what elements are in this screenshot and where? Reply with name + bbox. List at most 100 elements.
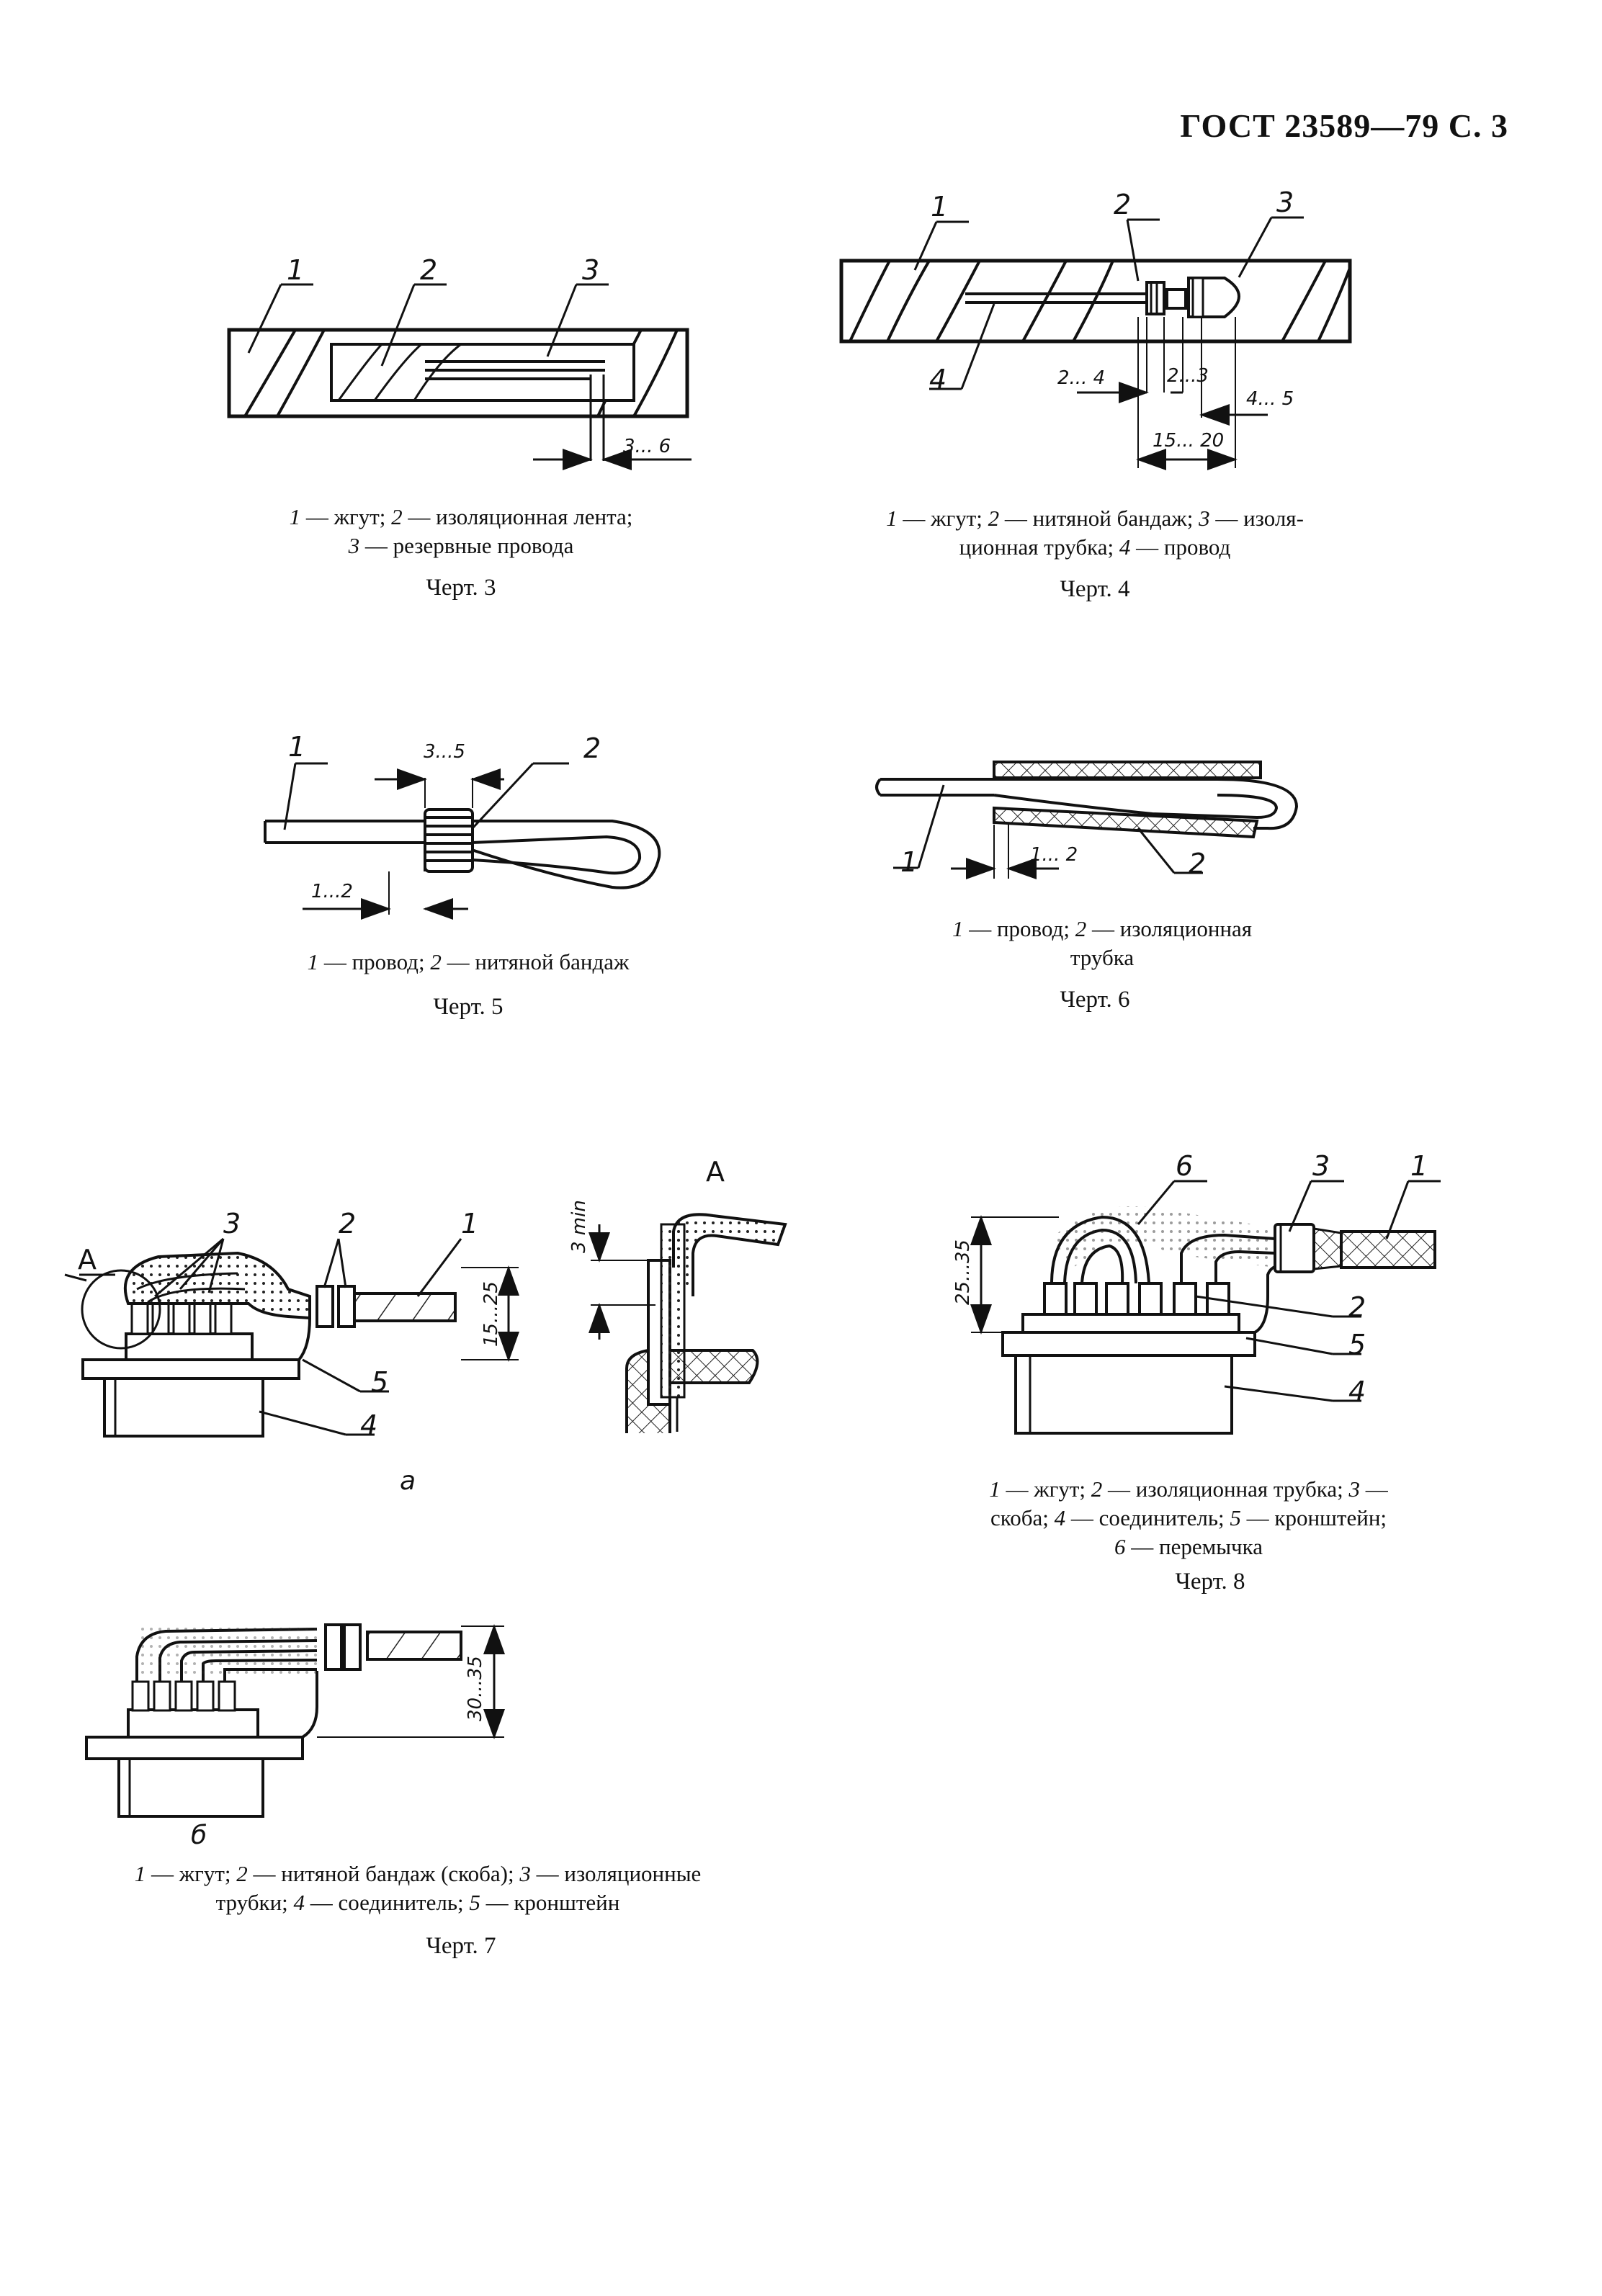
- fig8-label-2: 2: [1348, 1291, 1366, 1323]
- legend-number: 1: [134, 1861, 146, 1886]
- caption-line: 3 — резервные провода: [173, 532, 749, 560]
- legend-text: — соединитель;: [305, 1890, 470, 1915]
- legend-number: 5: [1230, 1505, 1241, 1530]
- fig6-label-2: 2: [1189, 848, 1206, 879]
- fig5-label-1: 1: [288, 731, 305, 763]
- legend-text: — кронштейн;: [1240, 1505, 1387, 1530]
- caption-line: 6 — перемычка: [908, 1533, 1469, 1561]
- fig7a-label-A: A: [78, 1244, 97, 1275]
- legend-text: трубка: [1070, 945, 1135, 970]
- fig7-title: Черт. 7: [426, 1933, 496, 1959]
- legend-text: — жгут;: [1000, 1476, 1091, 1502]
- legend-number: 5: [469, 1890, 480, 1915]
- fig8-label-6: 6: [1176, 1150, 1193, 1182]
- fig4-label-4: 4: [929, 364, 947, 395]
- caption-line: 1 — провод; 2 — изоляционная: [850, 915, 1354, 943]
- legend-number: 3: [1199, 506, 1210, 531]
- fig4-caption: 1 — жгут; 2 — нитяной бандаж; 3 — изоля-…: [800, 504, 1390, 562]
- fig7a-label-2: 2: [339, 1208, 356, 1239]
- legend-text: — жгут;: [300, 504, 392, 529]
- legend-text: — нитяной бандаж: [441, 949, 630, 974]
- fig8-title: Черт. 8: [1175, 1569, 1245, 1595]
- caption-line: 1 — жгут; 2 — нитяной бандаж (скоба); 3 …: [50, 1860, 785, 1888]
- fig7a-subcaption: а: [400, 1466, 416, 1496]
- fig8-dim: 25...35: [952, 1239, 974, 1305]
- legend-number: 2: [430, 949, 442, 974]
- legend-text: ционная трубка;: [959, 534, 1119, 560]
- legend-number: 1: [886, 506, 898, 531]
- fig4-dim-4-5: 4... 5: [1246, 388, 1294, 410]
- fig7a-label-4: 4: [360, 1409, 377, 1441]
- fig8-caption: 1 — жгут; 2 — изоляционная трубка; 3 —ск…: [908, 1475, 1469, 1561]
- legend-number: 4: [1054, 1505, 1066, 1530]
- caption-line: 1 — провод; 2 — нитяной бандаж: [216, 948, 720, 977]
- caption-line: 1 — жгут; 2 — изоляционная лента;: [173, 503, 749, 532]
- fig5-drawing: [264, 762, 661, 920]
- legend-text: — соединитель;: [1065, 1505, 1230, 1530]
- legend-number: 3: [348, 533, 360, 558]
- legend-number: 1: [289, 504, 301, 529]
- fig3-label-1: 1: [287, 254, 304, 286]
- legend-text: трубки;: [215, 1890, 294, 1915]
- legend-number: 3: [1348, 1476, 1361, 1502]
- legend-text: — нитяной бандаж (скоба);: [247, 1861, 520, 1886]
- fig4-drawing: [839, 216, 1352, 470]
- fig3-label-3: 3: [582, 254, 599, 286]
- legend-text: — жгут;: [897, 506, 988, 531]
- legend-number: 1: [952, 916, 964, 941]
- fig7a-dim: 15...25: [480, 1281, 502, 1347]
- fig4-label-1: 1: [931, 191, 948, 223]
- legend-text: — изоля-: [1209, 506, 1304, 531]
- fig8-label-4: 4: [1348, 1376, 1366, 1407]
- legend-number: 2: [236, 1861, 248, 1886]
- fig5-dim-1-2: 1...2: [311, 881, 353, 902]
- fig4-dim-2-4: 2... 4: [1057, 367, 1105, 389]
- caption-line: скоба; 4 — соединитель; 5 — кронштейн;: [908, 1504, 1469, 1533]
- fig7-caption: 1 — жгут; 2 — нитяной бандаж (скоба); 3 …: [50, 1860, 785, 1917]
- legend-text: — изоляционная лента;: [402, 504, 633, 529]
- legend-text: — перемычка: [1125, 1534, 1263, 1559]
- fig7-detail-letter: A: [706, 1156, 725, 1188]
- fig3-title: Черт. 3: [426, 575, 496, 601]
- fig8-label-1: 1: [1410, 1150, 1428, 1182]
- fig3-drawing: [227, 283, 692, 470]
- legend-number: 2: [391, 504, 403, 529]
- fig4-dim-2-3: 2...3: [1167, 365, 1209, 387]
- fig4-dim-15-20: 15... 20: [1153, 430, 1224, 452]
- fig7-detail-A: [589, 1213, 787, 1433]
- legend-number: 2: [1091, 1476, 1103, 1502]
- legend-text: — провод;: [318, 949, 431, 974]
- fig3-caption: 1 — жгут; 2 — изоляционная лента;3 — рез…: [173, 503, 749, 560]
- legend-number: 4: [293, 1890, 305, 1915]
- fig5-label-2: 2: [583, 732, 601, 764]
- fig4-label-2: 2: [1114, 189, 1131, 220]
- fig5-title: Черт. 5: [433, 994, 504, 1020]
- legend-number: 4: [1119, 534, 1131, 560]
- legend-text: — провод;: [963, 916, 1075, 941]
- fig7-detail-dim: 3 min: [568, 1200, 590, 1253]
- caption-line: 1 — жгут; 2 — нитяной бандаж; 3 — изоля-: [800, 504, 1390, 533]
- legend-text: — изоляционная трубка;: [1102, 1476, 1349, 1502]
- caption-line: трубки; 4 — соединитель; 5 — кронштейн: [50, 1888, 785, 1917]
- fig8-label-3: 3: [1312, 1150, 1330, 1182]
- fig7b-dim: 30...35: [465, 1656, 486, 1721]
- legend-text: — изоляционные: [530, 1861, 702, 1886]
- legend-text: скоба;: [990, 1505, 1055, 1530]
- caption-line: ционная трубка; 4 — провод: [800, 533, 1390, 562]
- fig6-dim: 1... 2: [1030, 844, 1078, 866]
- caption-line: трубка: [850, 943, 1354, 972]
- fig7a-label-1: 1: [461, 1208, 478, 1239]
- fig6-label-1: 1: [900, 846, 918, 878]
- legend-number: 1: [307, 949, 319, 974]
- fig5-dim-3-5: 3...5: [424, 741, 465, 763]
- fig7a-drawing: [64, 1237, 519, 1438]
- legend-text: — кронштейн: [480, 1890, 620, 1915]
- legend-number: 2: [1075, 916, 1087, 941]
- fig6-drawing: [875, 761, 1299, 879]
- fig7b-drawing: [85, 1623, 505, 1818]
- legend-text: — нитяной бандаж;: [999, 506, 1199, 531]
- page-header: ГОСТ 23589—79 С. 3: [1180, 107, 1508, 144]
- fig7a-label-3: 3: [223, 1208, 241, 1239]
- legend-text: — резервные провода: [359, 533, 574, 558]
